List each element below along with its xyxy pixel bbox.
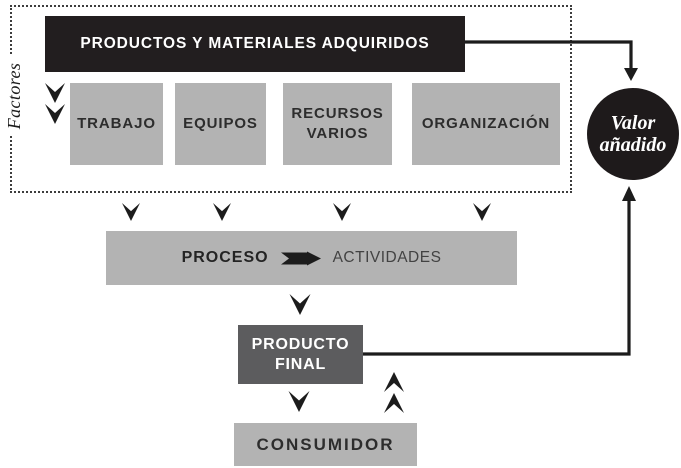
proceso-node: PROCESO ACTIVIDADES xyxy=(106,231,517,285)
productos-materiales-label: PRODUCTOS Y MATERIALES ADQUIRIDOS xyxy=(80,35,430,52)
actividades-label: ACTIVIDADES xyxy=(332,249,442,266)
proceso-label: PROCESO xyxy=(181,249,269,266)
trabajo-label: TRABAJO xyxy=(77,115,156,132)
equipos-label: EQUIPOS xyxy=(183,115,258,132)
thick-right-arrow-icon xyxy=(280,251,321,265)
factor-node-equipos: EQUIPOS xyxy=(175,83,266,165)
organizacion-label: ORGANIZACIÓN xyxy=(421,115,551,132)
chevron-down-proceso-icon xyxy=(289,294,311,315)
consumidor-label: CONSUMIDOR xyxy=(256,434,395,454)
factor-node-recursos-varios: RECURSOS VARIOS xyxy=(283,83,392,165)
factor-node-organizacion: ORGANIZACIÓN xyxy=(412,83,560,165)
recursos-varios-label: RECURSOS VARIOS xyxy=(291,105,384,142)
chevron-down-producto-icon xyxy=(288,391,310,412)
consumidor-node: CONSUMIDOR xyxy=(234,423,417,466)
double-chevron-up-icon xyxy=(384,372,404,413)
factores-axis-label: Factores xyxy=(0,56,28,136)
valor-anadido-node: Valor añadido xyxy=(587,88,679,180)
chevron-down-row-icons xyxy=(122,203,491,221)
valor-anadido-label: Valor añadido xyxy=(599,112,667,156)
producto-final-node: PRODUCTO FINAL xyxy=(238,325,363,384)
productos-materiales-node: PRODUCTOS Y MATERIALES ADQUIRIDOS xyxy=(45,16,465,72)
factor-node-trabajo: TRABAJO xyxy=(70,83,163,165)
producto-final-label: PRODUCTO FINAL xyxy=(251,335,350,373)
